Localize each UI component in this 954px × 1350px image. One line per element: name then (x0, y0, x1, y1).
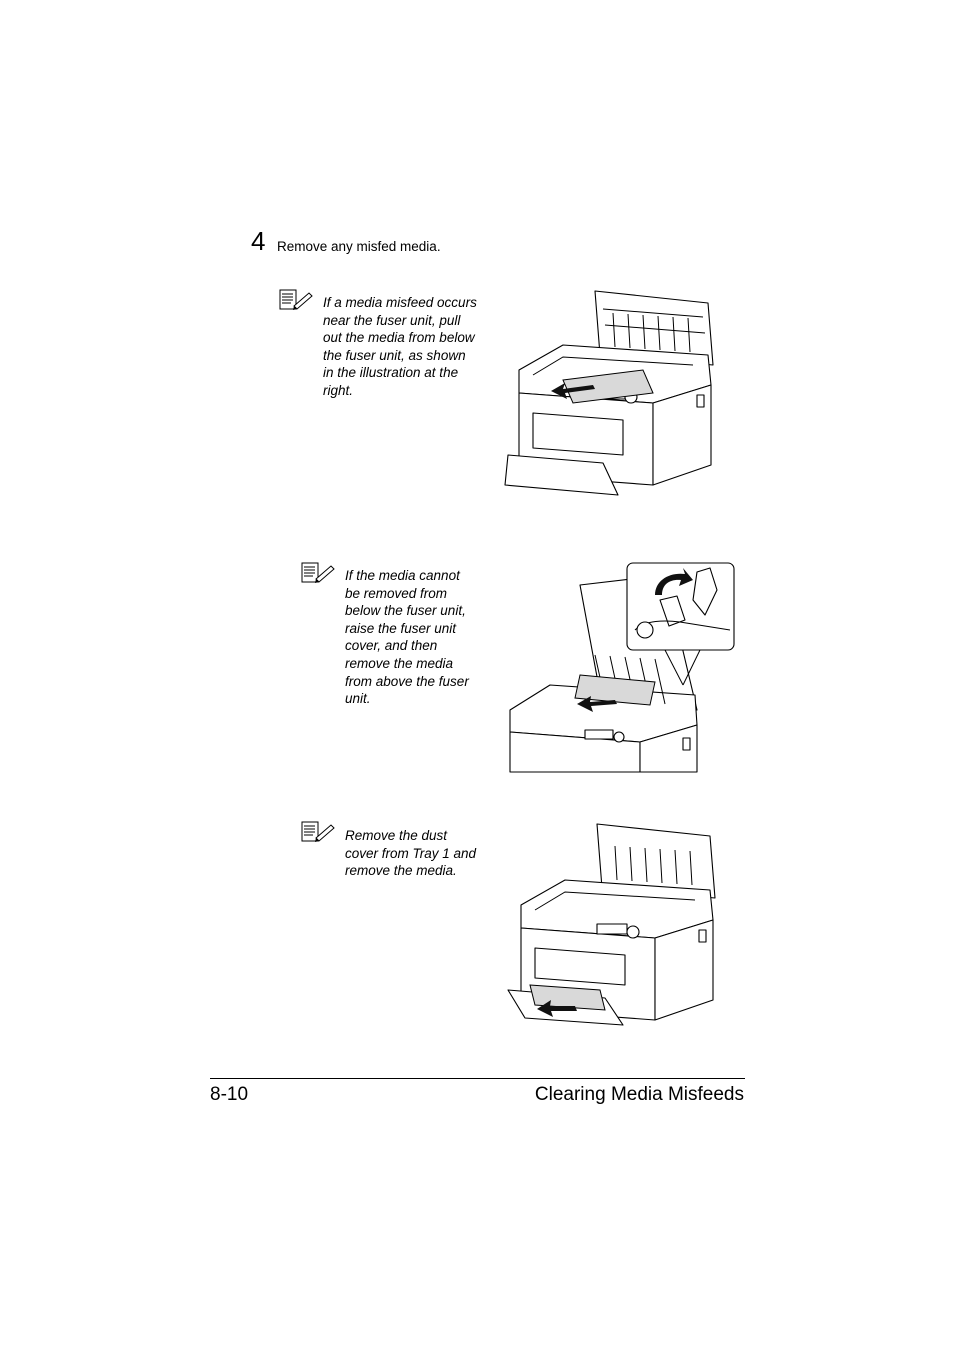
printer-illustration-tray1 (507, 823, 716, 1026)
note-text: If a media misfeed occurs near the fuser… (323, 295, 477, 398)
section-title: Clearing Media Misfeeds (534, 1084, 744, 1105)
printer-illustration-above-fuser (509, 562, 735, 773)
step-instruction: Remove any misfed media. (277, 239, 441, 254)
note-pencil-icon (301, 821, 335, 842)
note-pencil-icon (279, 289, 313, 310)
footer-divider (210, 1078, 745, 1079)
step-number: 4 (251, 226, 266, 256)
note-text: Remove the dust cover from Tray 1 and re… (345, 828, 477, 879)
note-text: If the media cannot be removed from belo… (345, 568, 469, 707)
printer-illustration-below-fuser (504, 290, 714, 496)
note-pencil-icon (301, 562, 335, 583)
page-number: 8-10 (210, 1084, 249, 1105)
